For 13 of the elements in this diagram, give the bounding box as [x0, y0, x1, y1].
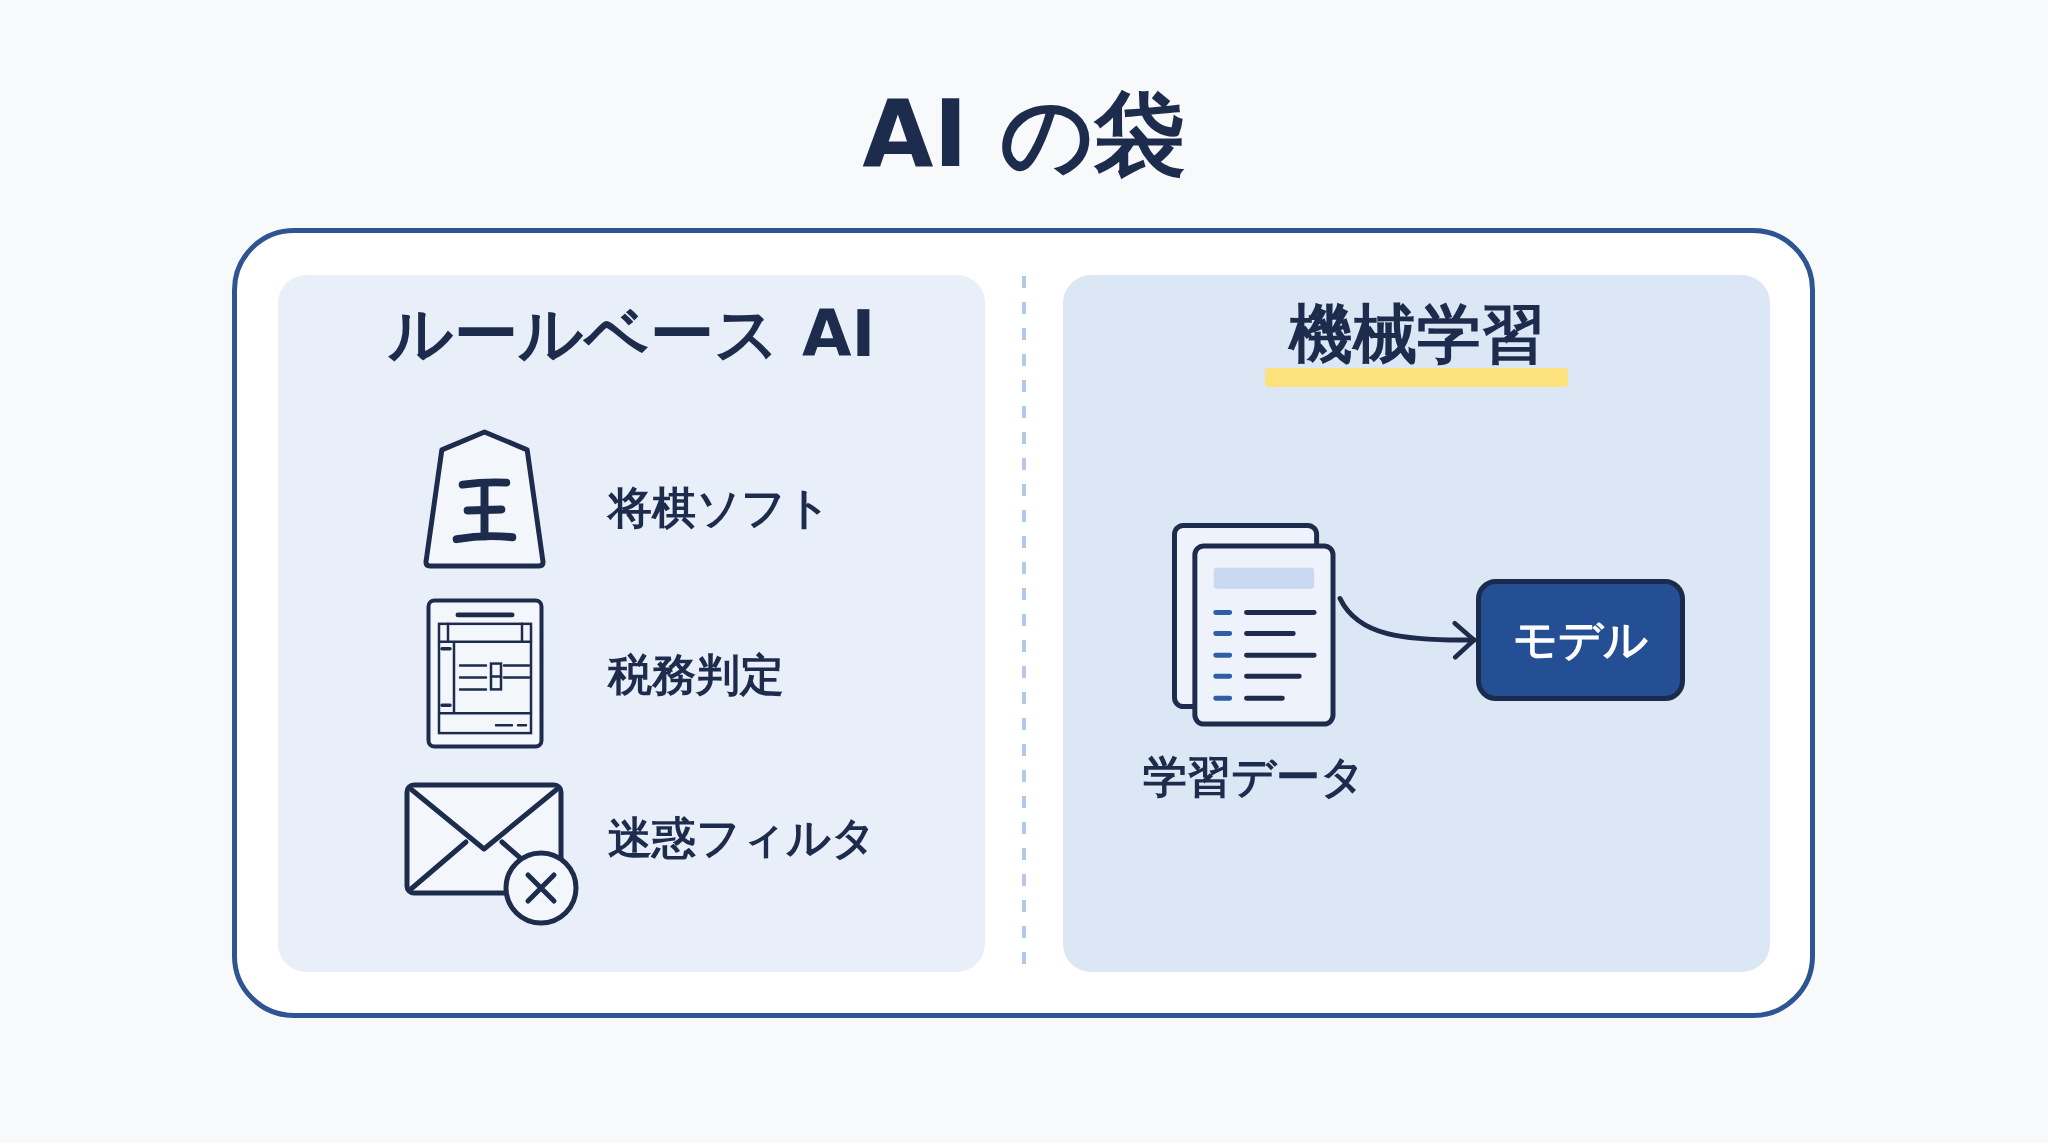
panel — [278, 275, 985, 972]
panel-heading: ルールベース AI — [387, 302, 876, 366]
process-box: モデル — [1476, 579, 1685, 701]
item-label: 将棋ソフト — [608, 482, 831, 534]
panel — [1063, 275, 1770, 972]
outer-frame — [232, 228, 1815, 1018]
picture-label: 学習データ — [1143, 751, 1365, 803]
title: AI の袋 — [862, 82, 1186, 188]
item-label: 税務判定 — [608, 649, 784, 701]
panel-heading: 機械学習 — [1288, 302, 1545, 366]
item-label: 迷惑フィルタ — [608, 812, 876, 864]
arrow — [1337, 596, 1477, 660]
document-stack-icon — [1172, 523, 1336, 727]
